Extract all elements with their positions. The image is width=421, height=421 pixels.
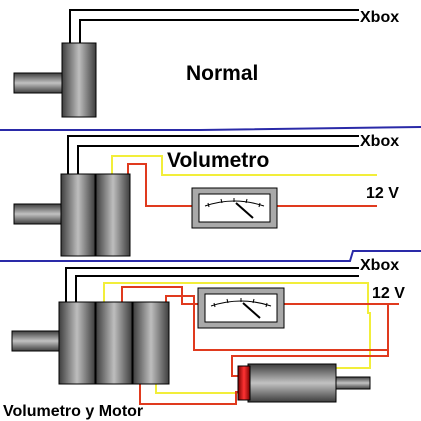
gauge-needle: [235, 202, 254, 219]
panel-volumetro: Xbox Volumetro 12 V: [13, 133, 399, 257]
xbox-label: Xbox: [360, 9, 399, 26]
shaft: [11, 330, 65, 352]
red-wire: [127, 163, 193, 207]
motor: [237, 363, 371, 403]
panel-divider-1: [0, 126, 421, 131]
red-wire: [121, 286, 199, 305]
red-wire: [231, 349, 389, 377]
volumeter-gauge: [191, 187, 278, 229]
motor-body: [247, 363, 337, 403]
black-wires: [65, 267, 359, 303]
panel-volumetro-motor: Xbox 12 V Volumetro y Motor: [3, 257, 405, 420]
shaft: [13, 203, 67, 225]
control-disc: [132, 301, 170, 385]
black-wires: [69, 9, 359, 44]
yellow-wire: [103, 282, 371, 394]
motor-cap: [237, 365, 251, 401]
panel-title-normal: Normal: [186, 62, 258, 85]
red-wire: [165, 295, 389, 351]
gauge-needle: [242, 302, 261, 319]
voltage-label: 12 V: [372, 285, 405, 302]
control-disc: [95, 301, 133, 385]
volumeter-gauge: [197, 287, 285, 329]
control-disc: [58, 301, 96, 385]
xbox-label: Xbox: [360, 257, 399, 274]
panel-title-volumetro-motor: Volumetro y Motor: [3, 403, 143, 420]
black-wires: [67, 135, 359, 176]
control-disc: [61, 42, 97, 118]
shaft: [13, 72, 67, 94]
control-disc: [60, 173, 96, 257]
motor-shaft: [333, 376, 371, 390]
xbox-label: Xbox: [360, 133, 399, 150]
control-disc: [95, 173, 131, 257]
panel-normal: Xbox Normal: [13, 9, 399, 118]
panel-divider-2: [0, 250, 421, 262]
yellow-wire: [111, 155, 377, 176]
red-wire: [139, 383, 241, 405]
panel-title-volumetro: Volumetro: [167, 149, 269, 172]
voltage-label: 12 V: [366, 185, 399, 202]
